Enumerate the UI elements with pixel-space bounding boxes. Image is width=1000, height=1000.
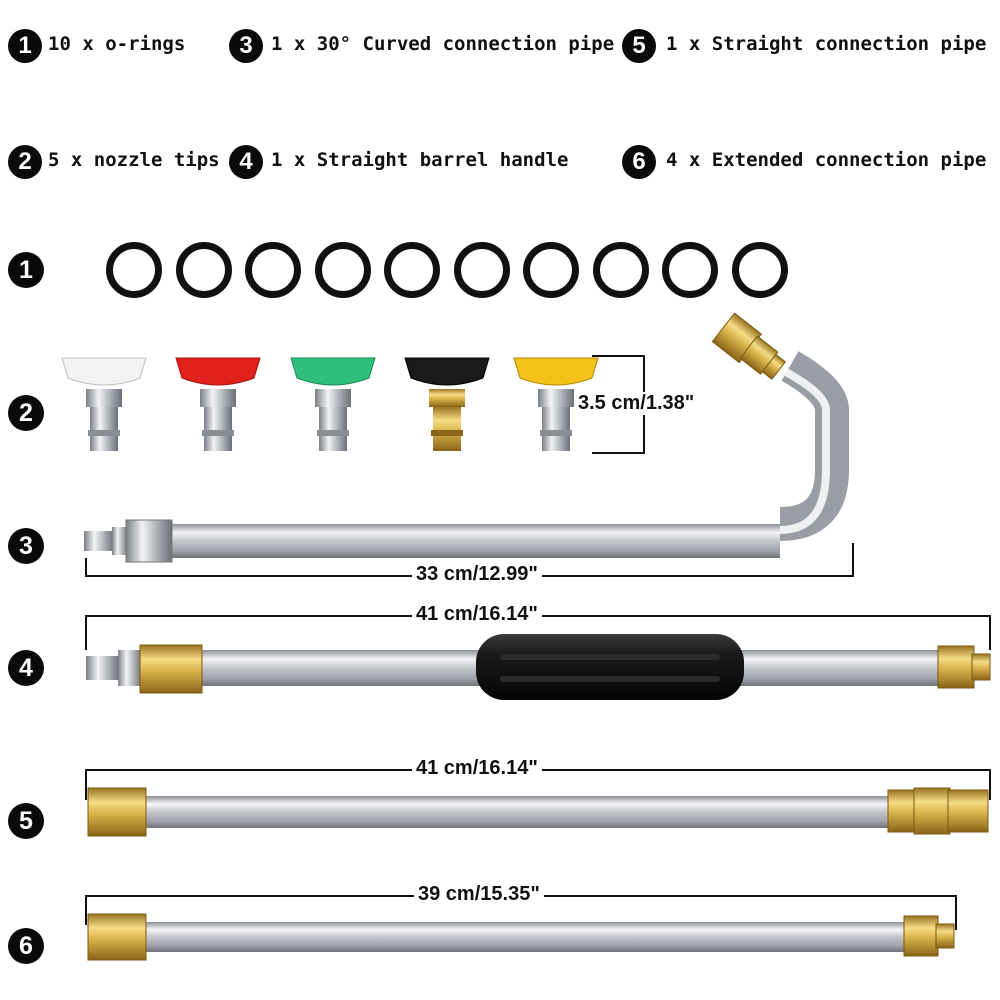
row-badge-6: 6 (8, 928, 44, 964)
row-badge-5: 5 (8, 803, 44, 839)
straight-pipe-dimension-label: 41 cm/16.14" (412, 757, 542, 780)
legend-text-6: 4 x Extended connection pipe (666, 149, 987, 171)
nozzle-yellow (513, 357, 599, 451)
o-ring (732, 242, 788, 298)
legend-text-1: 10 x o-rings (48, 33, 186, 55)
legend-badge-4: 4 (229, 145, 263, 179)
nozzle-red (175, 357, 261, 451)
legend-text-2: 5 x nozzle tips (48, 149, 220, 171)
row-badge-3: 3 (8, 528, 44, 564)
o-ring (176, 242, 232, 298)
o-ring (454, 242, 510, 298)
legend-text-3: 1 x 30° Curved connection pipe (271, 33, 615, 55)
nozzle-tips (61, 357, 599, 451)
nozzle-dimension-label: 3.5 cm/1.38" (574, 392, 699, 415)
straight-connection-pipe (87, 787, 989, 837)
o-ring (662, 242, 718, 298)
o-ring (523, 242, 579, 298)
row-badge-4: 4 (8, 650, 44, 686)
curved-pipe-dimension-label: 33 cm/12.99" (412, 563, 542, 586)
legend-badge-5: 5 (622, 29, 656, 63)
legend-badge-3: 3 (229, 29, 263, 63)
row-badge-1: 1 (8, 252, 44, 288)
barrel-handle-dimension-label: 41 cm/16.14" (412, 603, 542, 626)
legend-text-5: 1 x Straight connection pipe (666, 33, 987, 55)
legend-badge-2: 2 (8, 145, 42, 179)
legend-badge-6: 6 (622, 145, 656, 179)
extended-connection-pipe (87, 913, 955, 961)
extended-pipe-dimension-label: 39 cm/15.35" (414, 883, 544, 906)
nozzle-green (290, 357, 376, 451)
o-ring (593, 242, 649, 298)
nozzle-black (404, 357, 490, 451)
curved-connection-pipe (84, 312, 849, 563)
nozzle-white (61, 357, 147, 451)
row-badge-2: 2 (8, 395, 44, 431)
barrel-handle-assembly (86, 634, 991, 700)
legend-text-4: 1 x Straight barrel handle (271, 149, 569, 171)
o-ring (384, 242, 440, 298)
o-ring (245, 242, 301, 298)
o-ring (315, 242, 371, 298)
o-ring (106, 242, 162, 298)
legend-badge-1: 1 (8, 29, 42, 63)
